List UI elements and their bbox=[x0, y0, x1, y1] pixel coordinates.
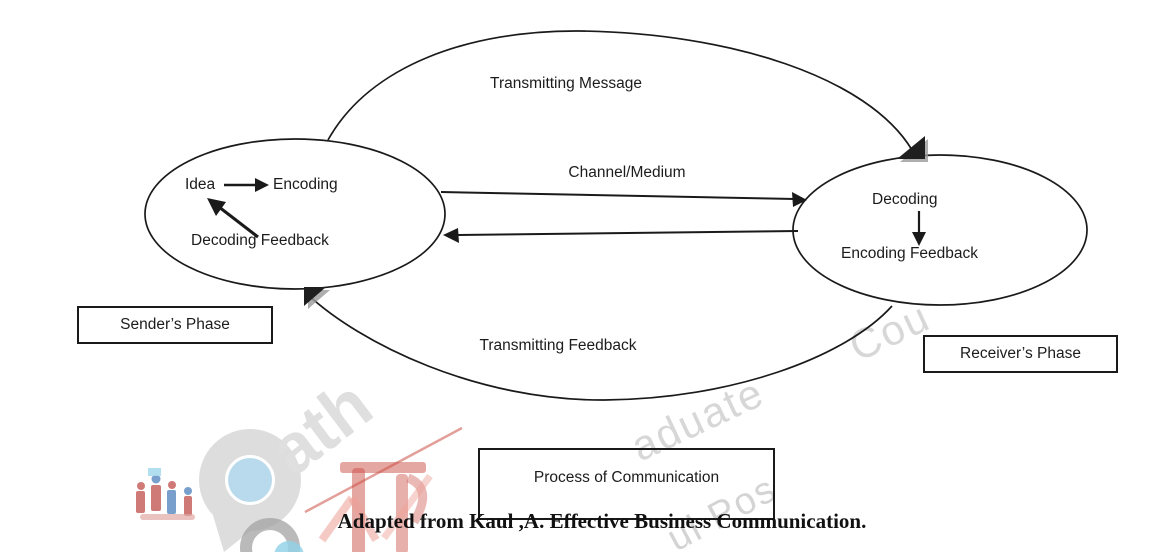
decoding-label: Decoding bbox=[872, 191, 938, 208]
transmitting-feedback-label: Transmitting Feedback bbox=[479, 337, 637, 354]
cycle-bottom-arc bbox=[305, 292, 893, 401]
sender-phase-box: Sender’s Phase bbox=[77, 306, 273, 344]
watermark-red-script-icon bbox=[304, 426, 463, 552]
top-arc-arrowhead-icon bbox=[897, 136, 928, 162]
idea-label: Idea bbox=[185, 176, 216, 193]
watermark-dot-icon bbox=[274, 541, 304, 552]
encoding-label: Encoding bbox=[273, 176, 338, 193]
encoding-feedback-label: Encoding Feedback bbox=[841, 245, 979, 262]
receiver-phase-box: Receiver’s Phase bbox=[923, 335, 1118, 373]
decoding-to-encoding-feedback-arrow bbox=[912, 211, 926, 246]
watermark-pin-icon bbox=[199, 429, 301, 552]
sender-ellipse bbox=[144, 138, 446, 290]
decoding-feedback-label: Decoding Feedback bbox=[191, 232, 329, 249]
watermark-people-icon bbox=[136, 468, 195, 520]
receiver-ellipse bbox=[792, 154, 1088, 306]
bottom-arc-arrowhead-icon bbox=[304, 287, 330, 309]
channel-medium-label: Channel/Medium bbox=[568, 164, 686, 181]
idea-to-encoding-arrow bbox=[224, 178, 269, 192]
decoding-feedback-to-idea-arrow bbox=[207, 198, 259, 239]
transmitting-message-label: Transmitting Message bbox=[490, 75, 642, 92]
channel-arrow-right bbox=[440, 191, 807, 207]
channel-arrow-left bbox=[443, 228, 799, 243]
process-of-communication-title-box: Process of Communication bbox=[478, 448, 775, 520]
cycle-top-arc bbox=[327, 30, 913, 151]
source-caption: Adapted from Kaul ,A. Effective Business… bbox=[337, 509, 867, 533]
